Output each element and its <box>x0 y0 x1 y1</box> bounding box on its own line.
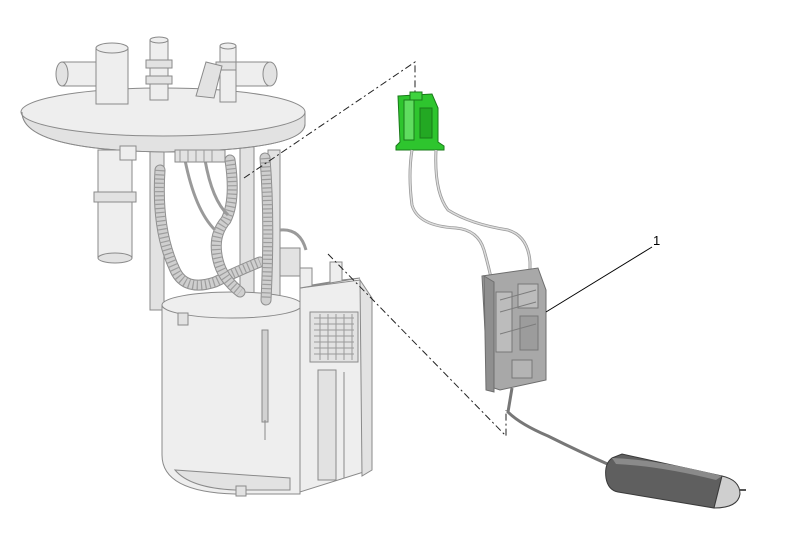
float <box>605 453 746 509</box>
side-bracket <box>299 261 373 493</box>
reservoir-canister <box>161 291 303 497</box>
callout-1: 1 <box>545 233 660 313</box>
callout-1-label: 1 <box>653 233 660 248</box>
sender-body <box>481 267 547 393</box>
electrical-connector <box>395 91 445 151</box>
float-arm <box>506 387 613 468</box>
corrugated-hoses <box>153 152 274 306</box>
mounting-flange <box>20 87 306 153</box>
sender-wires <box>408 149 532 283</box>
fuel-pump-module <box>20 36 373 497</box>
under-flange-parts <box>93 145 226 264</box>
flange-fittings <box>55 36 278 105</box>
internal-wires <box>183 159 308 277</box>
exploded-view-lines <box>243 61 507 438</box>
callout-1-leader <box>545 246 653 313</box>
fuel-level-sender <box>395 91 746 509</box>
bracket-grille <box>309 311 359 363</box>
